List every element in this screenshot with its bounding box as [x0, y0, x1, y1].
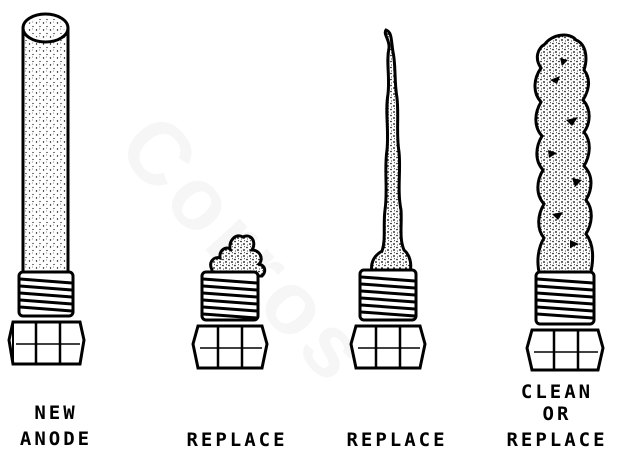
caption-line: REPLACE [490, 430, 624, 450]
caption-crusted-anode: CLEAN OR REPLACE [490, 382, 624, 450]
caption-new-anode: NEW ANODE [12, 403, 100, 449]
caption-line: NEW [12, 403, 100, 423]
caption-line: OR [490, 404, 624, 424]
caption-line: REPLACE [170, 430, 304, 450]
caption-worn-anode: REPLACE [170, 430, 304, 450]
caption-line: ANODE [12, 429, 100, 449]
worn-anode [193, 236, 267, 368]
crusted-anode [527, 35, 603, 370]
thin-anode [351, 30, 425, 368]
caption-thin-anode: REPLACE [330, 430, 464, 450]
caption-line: CLEAN [490, 382, 624, 402]
caption-line: REPLACE [330, 430, 464, 450]
new-anode [9, 14, 84, 364]
